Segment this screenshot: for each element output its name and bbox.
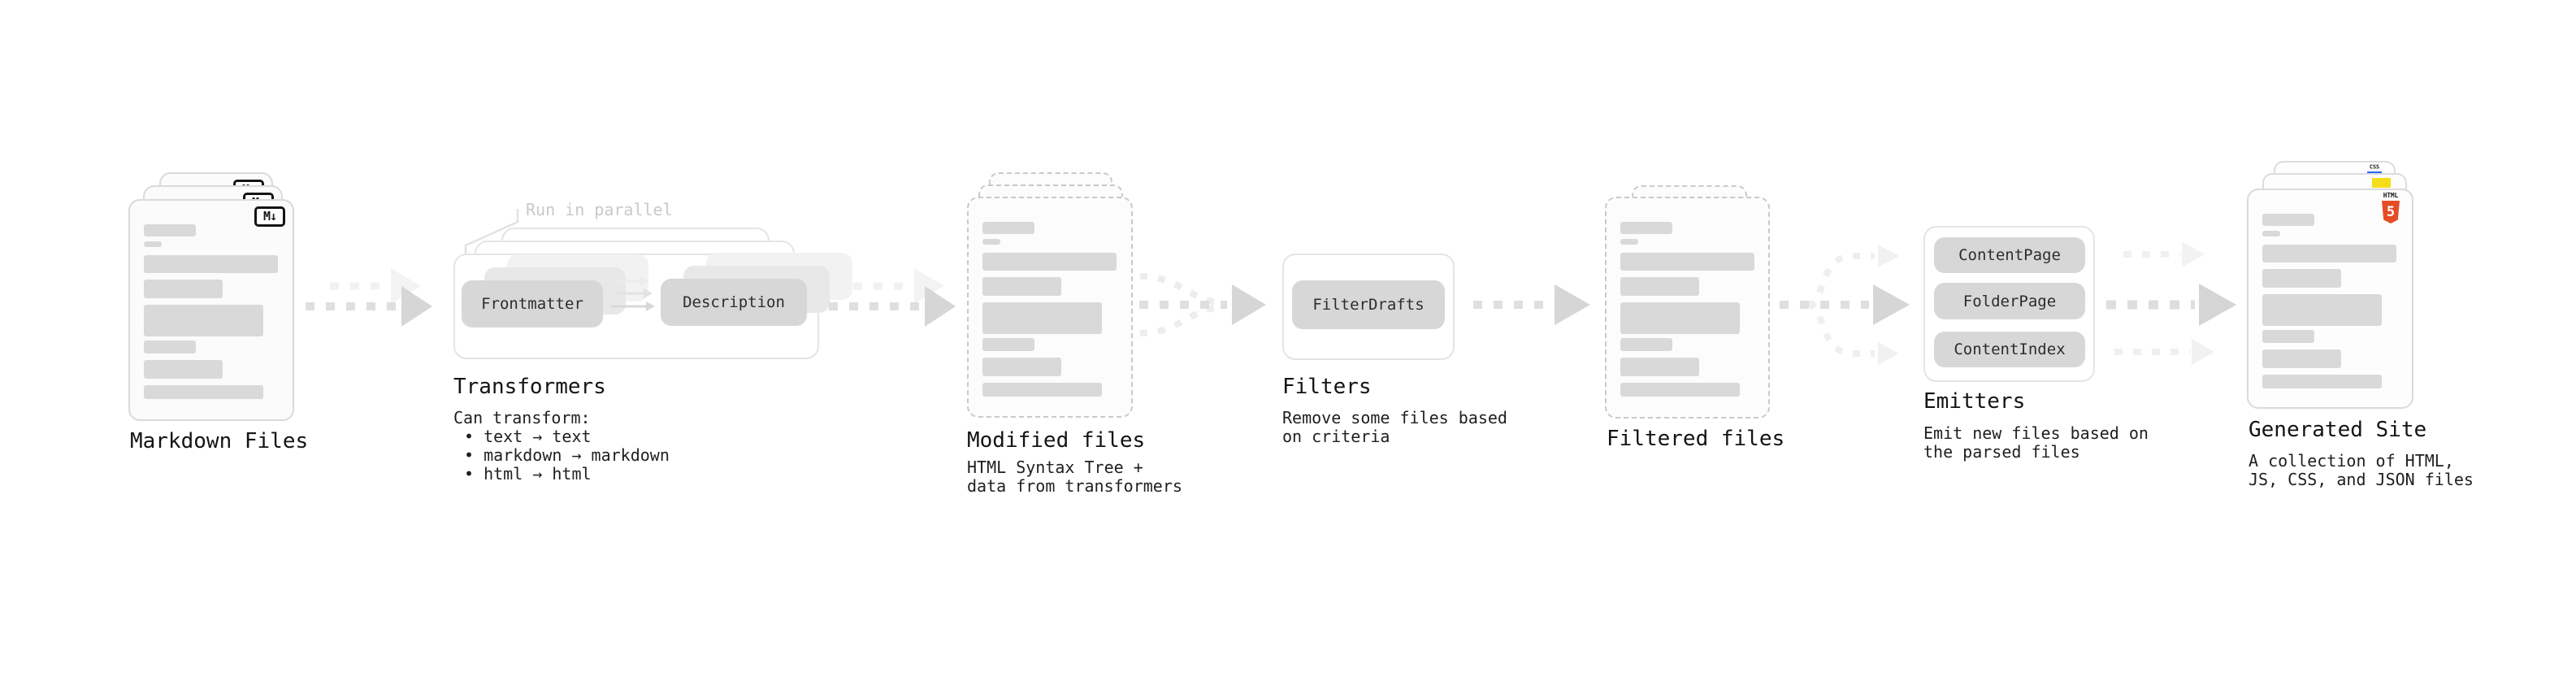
- js-badge-icon: [2372, 178, 2391, 188]
- body-line: Emit new files based on: [1923, 423, 2149, 443]
- body-line: JS, CSS, and JSON files: [2249, 470, 2474, 489]
- content-bar: [2262, 349, 2341, 368]
- content-bar: [1620, 358, 1699, 376]
- body-line: • markdown → markdown: [464, 445, 670, 465]
- filtered-doc-front: [1605, 197, 1770, 419]
- transformers-description: Can transform: • text → text • markdown …: [453, 409, 670, 484]
- run-in-parallel-note: Run in parallel: [526, 200, 673, 219]
- parallel-arrows-icon: [611, 276, 655, 311]
- content-bar: [2262, 245, 2396, 262]
- content-bar: [144, 305, 263, 336]
- content-bar: [144, 280, 223, 298]
- dashed-arrow-icon-filters-to-filtered: [1473, 284, 1590, 325]
- content-bar: [2262, 231, 2280, 236]
- fanout-arrow-icon-filtered-to-emitters: [1780, 245, 1910, 365]
- filter-pill-filterdrafts: FilterDrafts: [1292, 280, 1445, 329]
- css-badge-text: CSS: [2369, 163, 2380, 171]
- transformer-pill-description: Description: [661, 279, 807, 326]
- markdown-doc-front: M↓: [128, 199, 294, 421]
- body-line: Remove some files based: [1282, 408, 1507, 427]
- content-bar: [1620, 239, 1638, 245]
- content-bar: [144, 360, 223, 379]
- note-leader-line: [464, 209, 519, 260]
- content-bar: [1620, 277, 1699, 296]
- body-line: Can transform:: [453, 408, 591, 427]
- content-bar: [2262, 269, 2341, 288]
- content-bar: [2262, 330, 2314, 343]
- stage-label-emitters: Emitters: [1923, 389, 2026, 414]
- content-bar: [1620, 338, 1672, 351]
- merge-arrow-icon-modified-to-filters: [1139, 273, 1266, 336]
- content-bar: [982, 222, 1034, 234]
- stage-label-filters: Filters: [1282, 375, 1372, 399]
- generated-site-description: A collection of HTML, JS, CSS, and JSON …: [2249, 452, 2474, 489]
- content-bar: [1620, 222, 1672, 234]
- body-line: HTML Syntax Tree +: [967, 458, 1143, 477]
- content-bar: [144, 340, 196, 354]
- body-line: the parsed files: [1923, 442, 2080, 462]
- content-bar: [144, 241, 162, 247]
- content-bar: [144, 255, 278, 273]
- html5-icon: HTML 5: [2380, 193, 2401, 223]
- body-line: data from transformers: [967, 476, 1182, 496]
- content-bar: [982, 302, 1102, 334]
- content-bar: [982, 277, 1061, 296]
- modified-files-description: HTML Syntax Tree + data from transformer…: [967, 458, 1182, 496]
- html5-wordmark: HTML: [2383, 192, 2399, 200]
- content-bar: [1620, 383, 1740, 397]
- content-bar: [982, 253, 1117, 271]
- stage-label-modified-files: Modified files: [967, 428, 1146, 453]
- content-bar: [1620, 302, 1740, 334]
- emitter-pill-contentpage: ContentPage: [1934, 237, 2085, 273]
- body-line: on criteria: [1282, 427, 1390, 446]
- css-badge-underline: [2367, 171, 2382, 174]
- stage-label-transformers: Transformers: [453, 375, 606, 399]
- stage-label-generated-site: Generated Site: [2249, 418, 2427, 442]
- emitter-pill-contentindex: ContentIndex: [1934, 332, 2085, 367]
- body-line: • html → html: [464, 464, 592, 484]
- content-bar: [144, 385, 263, 399]
- content-bar: [982, 338, 1034, 351]
- content-bar: [2262, 214, 2314, 226]
- content-bar: [2262, 294, 2382, 326]
- transformer-pill-frontmatter: Frontmatter: [462, 280, 603, 327]
- content-bar: [1620, 253, 1754, 271]
- content-bar: [982, 239, 1000, 245]
- content-bar: [982, 358, 1061, 376]
- modified-doc-front: [967, 197, 1133, 418]
- content-bar: [2262, 375, 2382, 388]
- filters-description: Remove some files based on criteria: [1282, 409, 1507, 446]
- body-line: A collection of HTML,: [2249, 451, 2454, 471]
- dashed-arrow-icon-markdown-to-transformers: [306, 268, 432, 327]
- emitters-description: Emit new files based on the parsed files: [1923, 424, 2149, 462]
- stage-label-filtered-files: Filtered files: [1607, 427, 1785, 451]
- triple-arrow-icon-emitters-to-site: [2106, 241, 2236, 365]
- dashed-arrow-icon-transformers-to-modified: [829, 268, 956, 327]
- content-bar: [982, 383, 1102, 397]
- css-badge-icon: CSS: [2366, 164, 2383, 174]
- stage-label-markdown-files: Markdown Files: [130, 429, 309, 453]
- markdown-icon: M↓: [254, 206, 285, 227]
- emitter-pill-folderpage: FolderPage: [1934, 283, 2085, 319]
- body-line: • text → text: [464, 427, 592, 446]
- html5-shield: 5: [2382, 201, 2400, 223]
- content-bar: [144, 224, 196, 236]
- site-doc-front: [2247, 189, 2413, 409]
